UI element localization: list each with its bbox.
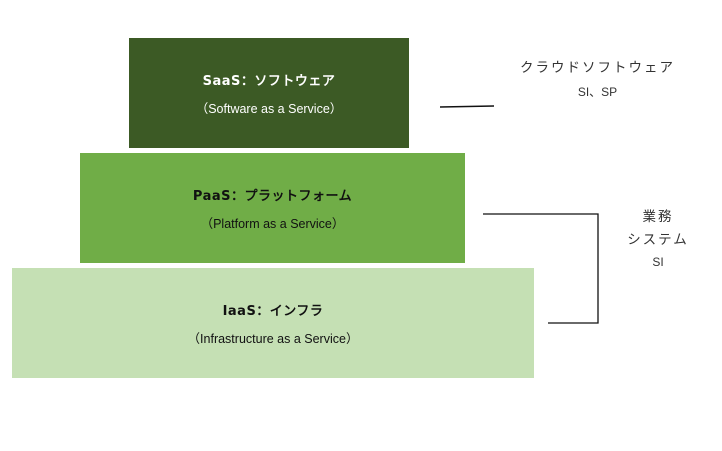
business-system-line1: 業務 — [642, 209, 674, 225]
saas-subtitle: （Software as a Service） — [195, 101, 343, 116]
cloud-software-detail: SI、SP — [577, 85, 618, 99]
saas-connector-line — [439, 105, 495, 108]
paas-subtitle: （Platform as a Service） — [200, 216, 345, 231]
iaas-subtitle: （Infrastructure as a Service） — [187, 331, 359, 346]
iaas-layer: IaaS：インフラ （Infrastructure as a Service） — [12, 268, 534, 378]
paas-title: PaaS：プラットフォーム — [192, 188, 353, 204]
saas-title: SaaS：ソフトウェア — [202, 73, 336, 89]
cloud-software-label: クラウドソフトウェア SI、SP — [515, 56, 680, 100]
business-bracket-line — [483, 213, 599, 324]
business-system-detail: SI — [652, 255, 664, 269]
paas-layer: PaaS：プラットフォーム （Platform as a Service） — [80, 153, 465, 263]
cloud-software-title: クラウドソフトウェア — [520, 60, 675, 76]
business-system-line2: システム — [627, 231, 689, 248]
business-system-label: 業務 システム SI — [618, 209, 698, 269]
saas-layer: SaaS：ソフトウェア （Software as a Service） — [129, 38, 409, 148]
iaas-title: IaaS：インフラ — [222, 303, 324, 319]
